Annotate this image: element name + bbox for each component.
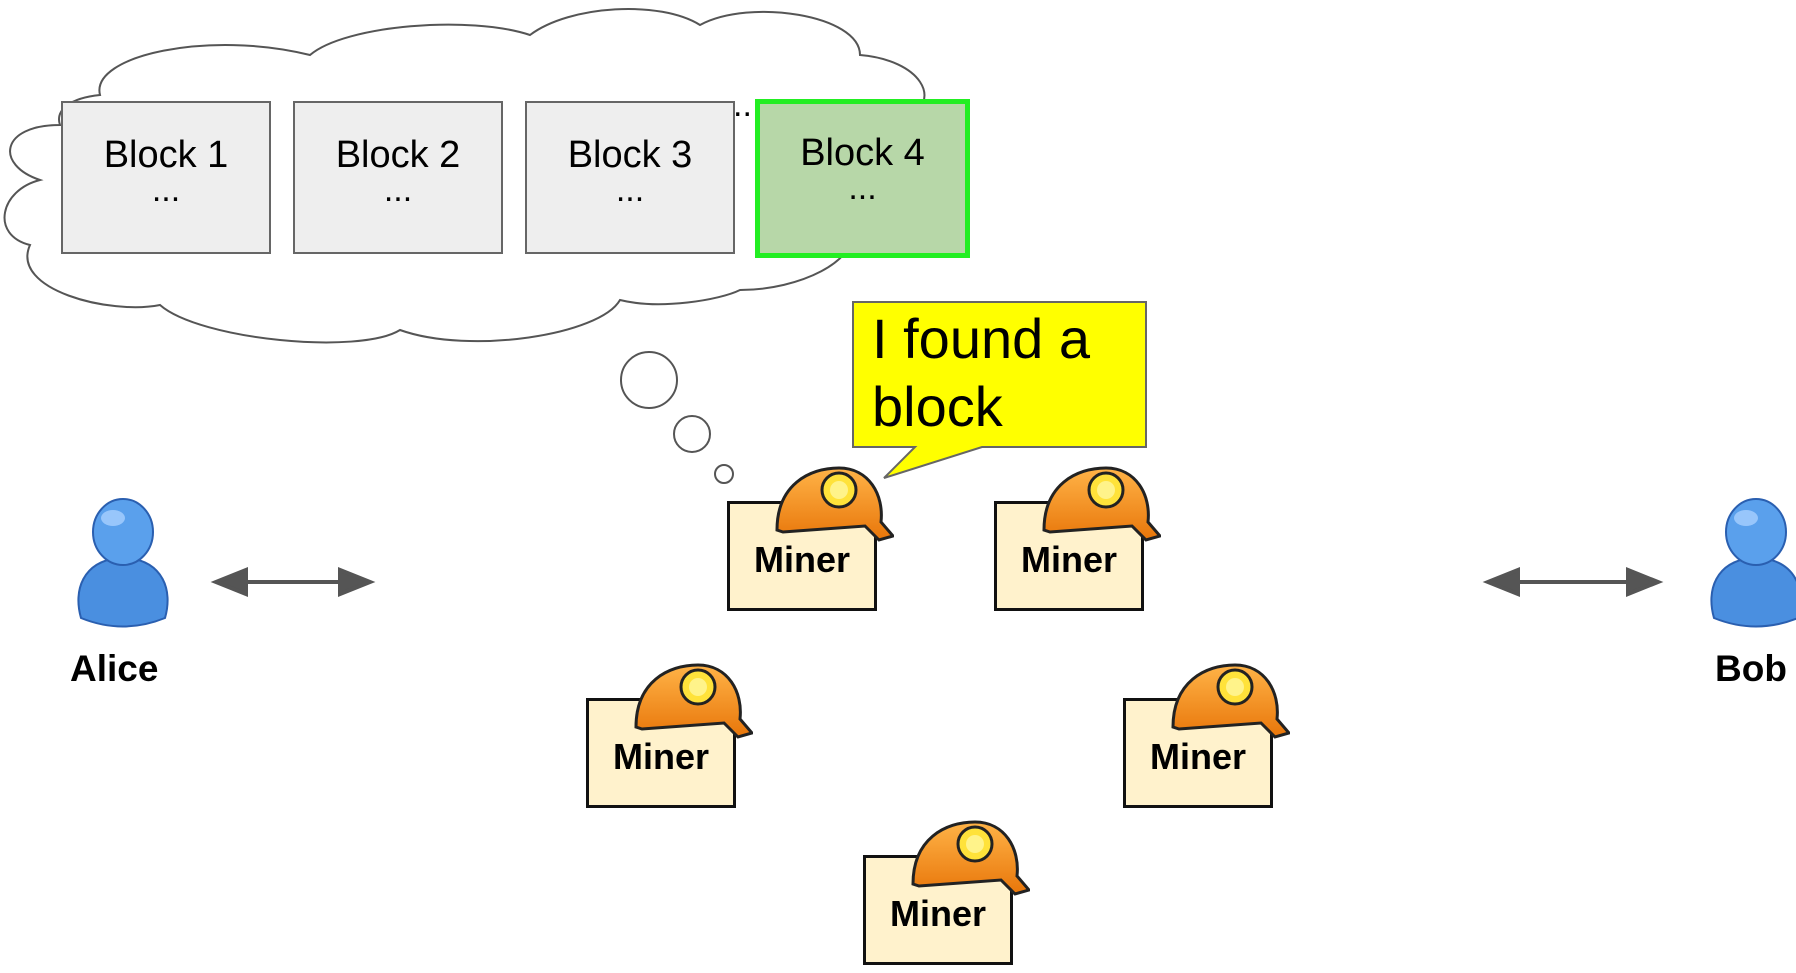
block-4-new: Block 4 ...: [755, 99, 970, 258]
miner-label: Miner: [1020, 539, 1117, 580]
block-detail: ...: [615, 171, 645, 209]
miner-label: Miner: [753, 539, 850, 580]
miner-helmet-icon: [1042, 466, 1161, 542]
block-1: Block 1 ...: [61, 101, 271, 254]
block-label: Block 4: [800, 132, 925, 174]
user-icon: [77, 498, 169, 628]
miner: Miner: [994, 466, 1164, 611]
thought-bubble-large: [620, 351, 678, 409]
alice-label: Alice: [70, 648, 159, 689]
miner-helmet-icon: [634, 663, 753, 739]
miner-helmet-icon: [775, 466, 894, 542]
miner-label: Miner: [612, 736, 709, 777]
block-label: Block 1: [103, 134, 229, 176]
block-3: Block 3 ...: [525, 101, 735, 254]
user-icon: [1710, 498, 1796, 628]
block-label: Block 2: [335, 134, 461, 176]
miner-label: Miner: [1149, 736, 1246, 777]
block-detail: ...: [151, 171, 181, 209]
block-detail: ...: [383, 171, 413, 209]
thought-bubble-small: [714, 464, 734, 484]
miner: Miner: [1123, 663, 1293, 808]
double-arrow-icon: [210, 567, 1664, 597]
miner: Miner: [863, 820, 1033, 965]
block-label: Block 3: [567, 134, 693, 176]
miner: Miner: [586, 663, 756, 808]
gap-dots: ..: [733, 86, 752, 124]
bob-label: Bob: [1715, 648, 1787, 689]
speech-text: I found a block: [872, 307, 1090, 438]
miner-helmet-icon: [1171, 663, 1290, 739]
block-detail: ...: [848, 169, 877, 207]
miner-label: Miner: [889, 893, 986, 934]
block-2: Block 2 ...: [293, 101, 503, 254]
thought-bubble-medium: [673, 415, 711, 453]
miner: Miner: [727, 466, 897, 611]
miner-helmet-icon: [911, 820, 1030, 896]
speech-bubble: [852, 301, 1147, 479]
